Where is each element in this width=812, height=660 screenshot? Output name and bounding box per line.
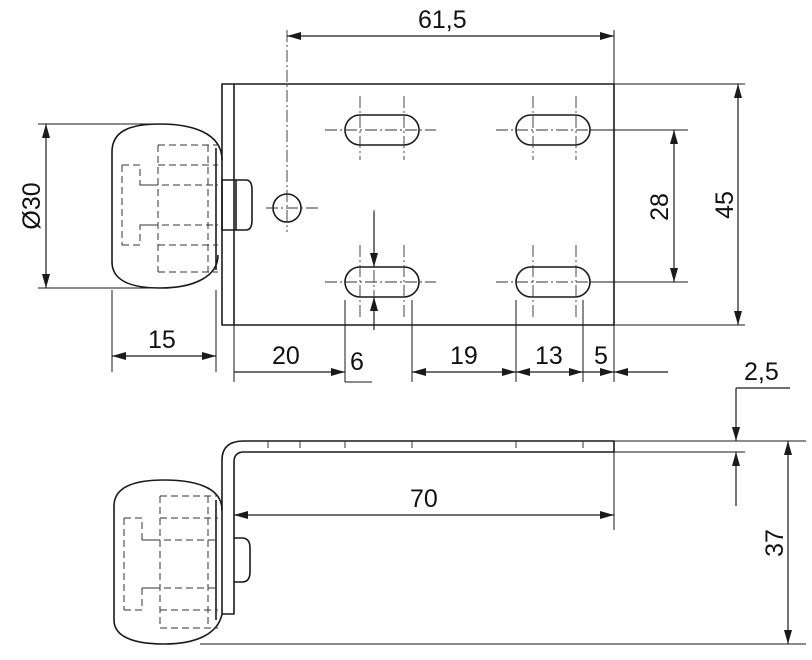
slot-holes xyxy=(344,114,591,298)
knob-rivet-head xyxy=(236,179,253,231)
knob-outline xyxy=(111,123,223,289)
dim-label-20: 20 xyxy=(272,342,300,370)
knob-hidden-lines xyxy=(121,144,218,273)
bent-plate-outline xyxy=(221,440,615,615)
dim-label-2-5: 2,5 xyxy=(744,358,779,386)
side-knob-hidden-lines xyxy=(123,495,218,629)
side-view: 70 37 2,5 xyxy=(113,358,806,645)
dim-label-5: 5 xyxy=(594,342,608,370)
side-knob-outline xyxy=(113,479,223,645)
dim-label-45: 45 xyxy=(711,191,739,219)
dim-label-28: 28 xyxy=(646,193,674,221)
dim-label-19: 19 xyxy=(450,342,478,370)
dim-label-37: 37 xyxy=(761,529,789,557)
top-view: 61,5 45 28 Ø30 15 20 6 19 13 5 xyxy=(18,6,745,383)
knob-boss xyxy=(221,179,237,231)
dim-label-15: 15 xyxy=(148,326,176,354)
dim-label-6: 6 xyxy=(350,348,364,376)
dim-label-61-5: 61,5 xyxy=(418,6,467,34)
dim-label-70: 70 xyxy=(410,485,438,513)
dim-label-diameter-30: Ø30 xyxy=(18,182,46,229)
side-rivet-head xyxy=(234,537,251,583)
dim-label-13: 13 xyxy=(535,342,563,370)
